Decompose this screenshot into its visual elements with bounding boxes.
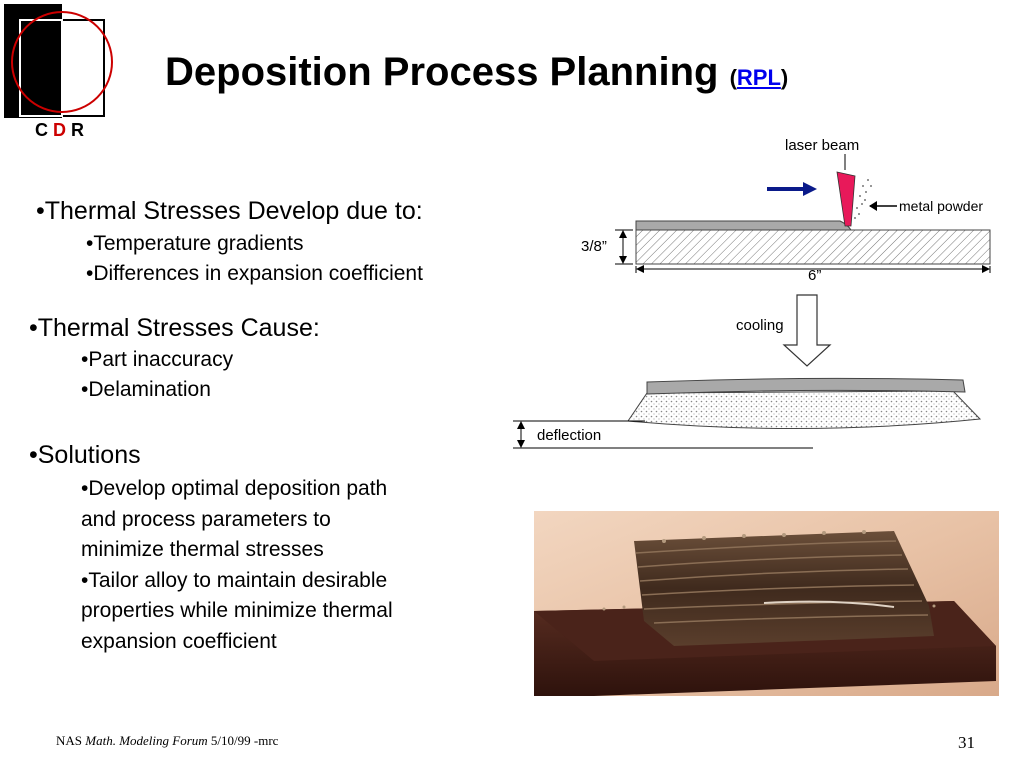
powder-stream bbox=[854, 179, 872, 219]
scan-direction-arrowhead bbox=[803, 182, 817, 196]
cause-item-2: •Delamination bbox=[81, 378, 211, 401]
length-label: 6” bbox=[808, 267, 821, 284]
thickness-label: 3/8” bbox=[581, 238, 607, 255]
solutions-line-1: •Develop optimal deposition path bbox=[81, 477, 388, 500]
solutions-heading: •Solutions bbox=[29, 441, 141, 469]
title-close-paren: ) bbox=[780, 65, 789, 90]
footer-suffix: 5/10/99 -mrc bbox=[207, 733, 279, 748]
layer-lines bbox=[635, 540, 929, 624]
footer-italic: Math. Modeling Forum bbox=[85, 733, 208, 748]
deflected-substrate bbox=[627, 390, 982, 430]
deflected-layer bbox=[646, 377, 966, 395]
laser-beam-label: laser beam bbox=[785, 137, 859, 154]
logo-letter-c: C bbox=[35, 120, 49, 140]
substrate-block bbox=[635, 229, 991, 265]
solutions-line-2: and process parameters to bbox=[81, 507, 331, 531]
footer-text: NAS Math. Modeling Forum 5/10/99 -mrc bbox=[56, 733, 278, 749]
deposition-diagram: laser beam metal powder 3/8” 6” cooling … bbox=[513, 137, 991, 449]
cooling-label: cooling bbox=[736, 317, 784, 334]
develop-item-1: •Temperature gradients bbox=[86, 232, 304, 255]
cause-heading: •Thermal Stresses Cause: bbox=[29, 314, 320, 342]
page-number: 31 bbox=[958, 733, 975, 752]
solutions-list: •Develop optimal deposition path and pro… bbox=[81, 474, 393, 657]
laser-beam bbox=[836, 171, 856, 227]
rpl-link[interactable]: RPL bbox=[736, 65, 781, 90]
title-open-paren: ( bbox=[729, 65, 737, 90]
footer-prefix: NAS bbox=[56, 733, 86, 748]
cooling-arrow bbox=[782, 294, 832, 367]
deposited-part-photo bbox=[534, 511, 999, 696]
logo-letter-r: R bbox=[71, 120, 85, 140]
solutions-line-4: •Tailor alloy to maintain desirable bbox=[81, 568, 388, 592]
delamination-crack bbox=[763, 600, 895, 608]
develop-heading: •Thermal Stresses Develop due to: bbox=[36, 197, 423, 225]
surface-beads bbox=[602, 530, 936, 611]
solutions-line-5: properties while minimize thermal bbox=[81, 599, 393, 622]
slide-title: Deposition Process Planning (RPL) bbox=[165, 50, 788, 95]
metal-powder-label: metal powder bbox=[899, 198, 983, 214]
cdr-logo-graphic bbox=[4, 4, 113, 118]
develop-item-2: •Differences in expansion coefficient bbox=[86, 262, 423, 285]
logo-letter-d: D bbox=[53, 120, 67, 140]
solutions-line-3: minimize thermal stresses bbox=[81, 538, 324, 561]
deflection-label: deflection bbox=[537, 427, 601, 444]
deposited-layer bbox=[635, 220, 852, 231]
cause-item-1: •Part inaccuracy bbox=[81, 348, 234, 371]
solutions-line-6: expansion coefficient bbox=[81, 629, 277, 653]
powder-pointer-arrowhead bbox=[869, 201, 877, 211]
title-text: Deposition Process Planning bbox=[165, 50, 719, 94]
